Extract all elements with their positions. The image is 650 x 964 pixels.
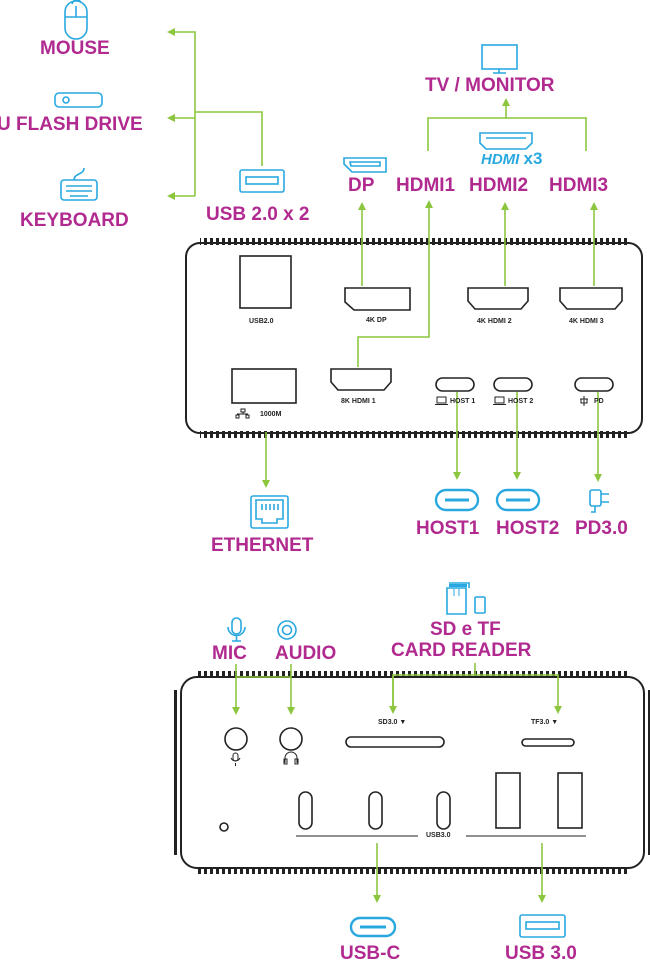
front-panel <box>172 671 650 874</box>
lan-port-label: 1000M <box>260 411 282 418</box>
hdmi-logo-text: HDMI <box>481 151 520 168</box>
card-reader-label-1: SD e TF <box>430 619 501 640</box>
usb-c-label: USB-C <box>340 943 401 964</box>
usb-flash-drive-icon <box>54 92 103 108</box>
pd-plug-icon <box>580 396 588 406</box>
hdmi2-port <box>467 287 529 310</box>
usb-c-icon <box>349 916 397 938</box>
usb3-label: USB 3.0 <box>505 943 577 964</box>
tf-slot-label: TF3.0 ▼ <box>531 719 559 726</box>
hdmi3-port <box>559 287 623 310</box>
keyboard-label: KEYBOARD <box>20 210 129 231</box>
sd-card-fill <box>449 584 467 596</box>
usba-port-2 <box>557 772 583 829</box>
hdmi3-label: HDMI3 <box>549 175 609 196</box>
ethernet-label: ETHERNET <box>211 535 314 556</box>
sd-card-icon <box>446 582 486 615</box>
rear-ports <box>231 255 623 404</box>
lan-port-icon <box>235 408 250 419</box>
hdmi3-port-label: 4K HDMI 3 <box>569 318 604 325</box>
pd-port <box>574 377 614 392</box>
keyboard-icon <box>60 167 98 201</box>
host1-usb-c-icon <box>434 488 480 512</box>
host1-port-label: HOST 1 <box>450 398 476 405</box>
lan-port <box>231 368 297 404</box>
host2-usb-c-icon <box>495 488 541 512</box>
sd-slot-label: SD3.0 ▼ <box>378 719 407 726</box>
audio-jack <box>279 727 303 751</box>
hdmi2-label: HDMI2 <box>469 175 529 196</box>
mouse-label: MOUSE <box>40 38 110 59</box>
flash-drive-label: U FLASH DRIVE <box>0 114 143 135</box>
usba-port-1 <box>495 772 521 829</box>
card-reader-label-2: CARD READER <box>391 640 532 661</box>
monitor-icon <box>481 44 518 74</box>
usb-a-icon <box>239 169 285 193</box>
dp-port <box>344 287 411 311</box>
usbc-port-3 <box>436 791 451 830</box>
front-headphone-small-icon <box>283 751 299 765</box>
tv-monitor-label: TV / MONITOR <box>425 75 555 96</box>
hdmi-icon <box>479 132 533 150</box>
microphone-icon <box>227 617 246 642</box>
mic-label: MIC <box>212 643 247 664</box>
reset-hole <box>219 822 229 832</box>
front-mic-small-icon <box>230 752 241 766</box>
pd-label: PD3.0 <box>575 518 628 539</box>
hdmi1-label: HDMI1 <box>396 175 456 196</box>
usbc-port-1 <box>298 791 313 830</box>
pd-port-label: PD <box>594 398 604 405</box>
tf-slot <box>521 738 575 747</box>
usb2-port <box>239 255 292 309</box>
usb2-group-label: USB 2.0 x 2 <box>206 204 310 225</box>
mouse-icon <box>64 0 88 40</box>
host2-port <box>493 377 533 392</box>
rear-arrows <box>167 28 602 488</box>
rear-panel <box>185 238 643 438</box>
power-plug-icon <box>589 489 609 513</box>
mic-jack <box>224 727 248 751</box>
host1-label: HOST1 <box>416 518 480 539</box>
usb3-icon <box>519 914 566 938</box>
hdmi2-port-label: 4K HDMI 2 <box>477 318 512 325</box>
dp-port-label: 4K DP <box>366 317 387 324</box>
displayport-icon <box>343 157 387 173</box>
host1-laptop-icon <box>435 396 448 405</box>
host2-laptop-icon <box>493 396 506 405</box>
audio-jack-icon <box>277 620 297 640</box>
hdmi1-port-label: 8K HDMI 1 <box>341 398 376 405</box>
dp-label: DP <box>348 175 375 196</box>
audio-label: AUDIO <box>275 643 337 664</box>
host2-label: HOST2 <box>496 518 560 539</box>
hdmi-count: x3 <box>523 149 543 168</box>
front-ports <box>219 727 586 837</box>
hdmi1-port <box>330 368 392 391</box>
usb30-port-label: USB3.0 <box>426 832 451 839</box>
hdmi-logo: HDMI x3 <box>481 150 542 167</box>
ethernet-icon <box>250 495 289 529</box>
host2-port-label: HOST 2 <box>508 398 534 405</box>
host1-port <box>435 377 475 392</box>
sd-slot <box>345 736 445 748</box>
usb2-port-label: USB2.0 <box>249 318 274 325</box>
usbc-port-2 <box>368 791 383 830</box>
front-arrows <box>232 663 562 903</box>
